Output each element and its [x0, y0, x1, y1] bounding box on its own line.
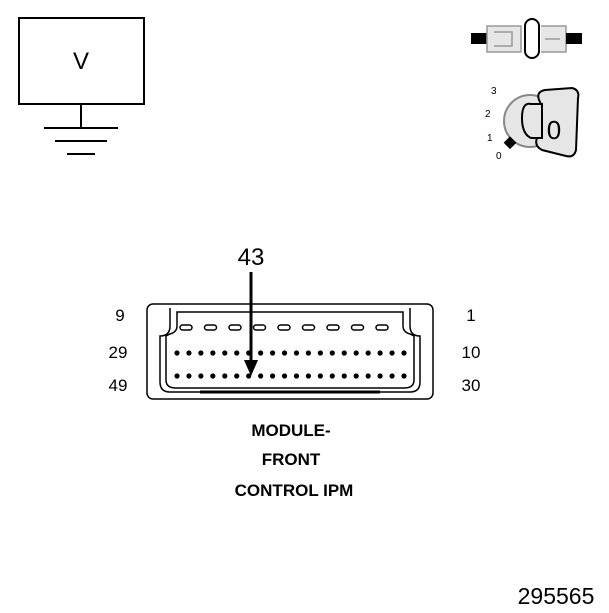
ignition-pos-1: 1 — [487, 133, 493, 144]
pin-cavity — [317, 350, 323, 356]
pin-cavity — [401, 350, 407, 356]
row-label-bot-right: 30 — [462, 376, 481, 395]
row-label-top-right: 1 — [466, 306, 475, 325]
row-label-mid-left: 29 — [109, 343, 128, 362]
pin-cavity — [246, 373, 252, 379]
pin-cavity — [377, 373, 383, 379]
pin-cavity — [353, 350, 359, 356]
pin-cavity — [301, 324, 316, 331]
pin-cavity — [389, 350, 395, 356]
connector-caption-line-2: FRONT — [262, 450, 321, 469]
ignition-key-position: 0 — [547, 115, 561, 145]
pin-cavity — [350, 324, 365, 331]
pin-cavity — [305, 373, 312, 379]
pin-cavity — [186, 350, 192, 356]
row-label-mid-right: 10 — [462, 343, 481, 362]
pin-cavity — [252, 324, 267, 331]
pin-cavity — [353, 373, 359, 379]
pin-cavity — [305, 350, 312, 356]
pin-cavity — [277, 324, 291, 331]
connector-caption-line-1: MODULE- — [251, 421, 330, 440]
voltmeter-symbol: V — [73, 48, 89, 75]
row-label-bot-left: 49 — [109, 376, 128, 395]
connector-caption-line-3: CONTROL IPM — [235, 481, 354, 500]
pin-cavity — [341, 350, 347, 356]
pin-cavity — [198, 350, 204, 356]
pin-cavity — [377, 350, 383, 356]
probe-arrow — [244, 272, 258, 376]
pin-cavity — [203, 324, 218, 331]
pin-cavity — [365, 373, 371, 379]
pin-cavity — [401, 373, 407, 379]
ignition-key-icon: 3 2 1 0 0 — [485, 86, 580, 162]
pin-cavity — [365, 350, 371, 356]
pin-cavity — [317, 373, 323, 379]
pin-cavity — [269, 373, 276, 379]
row-label-top-left: 9 — [115, 306, 124, 325]
pin-cavity — [246, 350, 252, 356]
pin-cavity — [389, 373, 395, 379]
pin-cavity — [222, 350, 228, 356]
pin-row-middle — [174, 350, 407, 356]
pin-cavity — [228, 324, 242, 331]
ignition-pos-2: 2 — [485, 109, 491, 120]
pin-cavity — [329, 350, 335, 356]
pin-cavity — [186, 373, 192, 379]
probe-pin-number: 43 — [238, 244, 265, 271]
pin-cavity — [258, 350, 264, 356]
pin-cavity — [174, 350, 180, 356]
pin-cavity — [281, 373, 288, 379]
connector-disconnected-icon — [471, 18, 582, 59]
pin-cavity — [210, 350, 216, 356]
pin-row-top — [179, 324, 389, 331]
pin-cavity — [234, 373, 240, 379]
pin-cavity — [222, 373, 228, 379]
pin-cavity — [293, 350, 300, 356]
pin-cavity — [326, 324, 340, 331]
pin-cavity — [329, 373, 335, 379]
pin-cavity — [174, 373, 180, 379]
pin-cavity — [281, 350, 288, 356]
connector-body — [146, 303, 434, 400]
pin-cavity — [198, 373, 204, 379]
pin-cavity — [341, 373, 347, 379]
pin-cavity — [293, 373, 300, 379]
pin-cavity — [258, 373, 264, 379]
ground-icon — [44, 127, 118, 155]
figure-id: 295565 — [518, 583, 595, 609]
pin-cavity — [375, 324, 389, 331]
pin-cavity — [210, 373, 216, 379]
pin-cavity — [179, 324, 193, 331]
ignition-pos-3: 3 — [491, 86, 497, 97]
pin-row-bottom — [174, 373, 407, 379]
pin-cavity — [269, 350, 276, 356]
voltmeter: V — [18, 17, 145, 128]
pin-cavity — [234, 350, 240, 356]
ignition-pos-0: 0 — [496, 151, 502, 162]
